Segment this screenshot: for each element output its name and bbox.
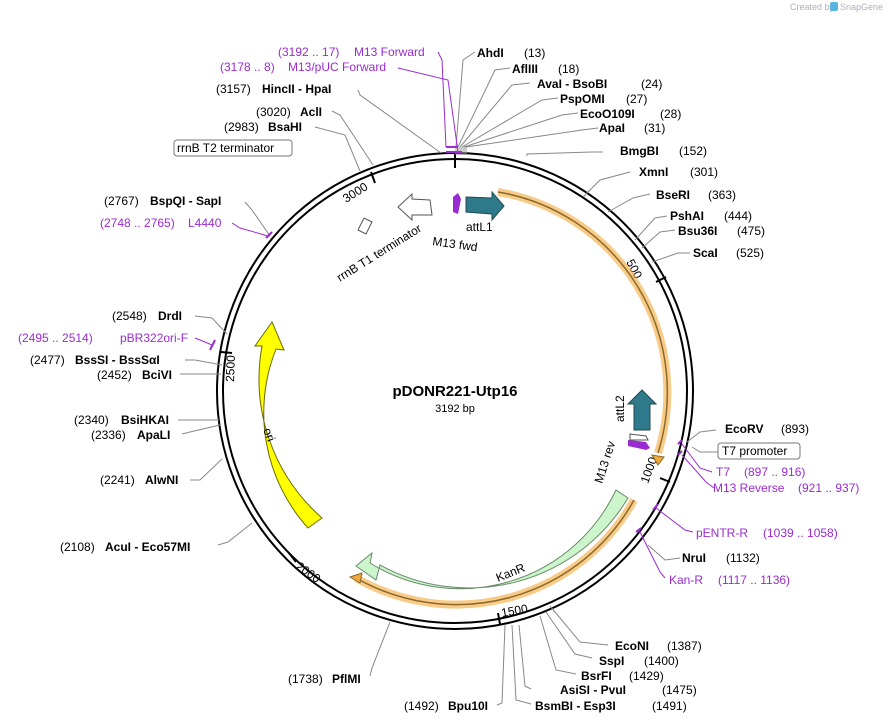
kanr-orf-line [355, 499, 635, 606]
enzyme-xmni: XmnI(301) [639, 165, 718, 179]
enzyme-bsihkai: (2340)BsiHKAI [74, 413, 169, 427]
credit-text: Created by [790, 2, 835, 12]
m13-fwd-feature[interactable] [453, 193, 461, 214]
ori-feature[interactable] [254, 320, 323, 529]
enzyme-econi: EcoNI(1387) [615, 639, 702, 653]
snapgene-logo-icon [830, 2, 838, 11]
enzyme-sspi: SspI(1400) [599, 654, 679, 668]
enzyme-bspqi: (2767)BspQI - SapI [104, 194, 221, 208]
enzyme-drdi: (2548)DrdI [112, 309, 182, 323]
enzyme-nrui: NruI(1132) [682, 551, 760, 565]
tick-3000-mark [370, 171, 376, 184]
attl2-label: attL2 [613, 395, 627, 422]
tick-500-mark [655, 276, 667, 283]
t7-promoter-arrow [629, 433, 649, 441]
tick-label-2500: 2500 [223, 355, 238, 382]
tick-label-3000: 3000 [340, 179, 370, 205]
ori-label: ori [260, 426, 278, 444]
enzyme-acli: (3020)AclI [256, 105, 322, 119]
enzyme-ahdi: AhdI(13) [477, 46, 545, 60]
primer-l4440: (2748 .. 2765)L4440 [100, 216, 222, 230]
enzyme-pflmi: (1738)PflMI [288, 672, 361, 686]
tick-label-1500: 1500 [500, 601, 529, 619]
enzyme-bsrfi: BsrFI(1429) [581, 669, 664, 683]
orf-arrowhead [651, 454, 665, 466]
leader-lines [178, 51, 718, 706]
enzyme-avai: AvaI - BsoBI(24) [537, 77, 662, 91]
tick-2000-mark [288, 552, 297, 563]
enzyme-ecoo109i: EcoO109I(28) [580, 107, 681, 121]
enzyme-bssi: (2477)BssSI - BssSαI [30, 353, 160, 367]
tick-1000-mark [659, 477, 671, 483]
enzyme-alwni: (2241)AlwNI [100, 473, 178, 487]
tick-label-2000: 2000 [293, 559, 323, 586]
t7-promoter-label: T7 promoter [722, 444, 787, 458]
t7-promoter-box[interactable] [717, 442, 801, 460]
primer-m13-reverse: M13 Reverse(921 .. 937) [713, 481, 859, 495]
attl2-feature[interactable] [626, 389, 658, 431]
plasmid-name: pDONR221-Utp16 [392, 383, 517, 400]
primer-m13-forward: (3192 .. 17)M13 Forward [278, 45, 425, 59]
m13-fwd-label: M13 fwd [432, 234, 479, 254]
enzyme-apali: (2336)ApaLI [91, 428, 170, 442]
tick-2500-mark [220, 351, 233, 354]
m13-rev-label: M13 rev [592, 439, 619, 485]
enzyme-pspomi: PspOMI(27) [560, 92, 647, 106]
enzyme-afliii: AflIII(18) [512, 62, 579, 76]
enzyme-bmgbi: BmgBI(152) [620, 144, 707, 158]
enzyme-bsu36i: Bsu36I(475) [678, 224, 765, 238]
primer-leaders [194, 51, 715, 579]
primer-pbr322ori-f: (2495 .. 2514)pBR322ori-F [18, 331, 188, 345]
enzyme-asisi: AsiSI - PvuI(1475) [560, 683, 697, 697]
enzyme-pshai: PshAI(444) [670, 209, 752, 223]
enzyme-bpu10i: (1492)Bpu10I [404, 699, 488, 713]
m13-rev-feature[interactable] [628, 440, 650, 450]
enzyme-hincii: (3157)HincII - HpaI [216, 82, 331, 96]
enzyme-bseri: BseRI(363) [656, 188, 736, 202]
tick-1500-mark [497, 612, 501, 625]
enzyme-scai: ScaI(525) [693, 246, 764, 260]
primer-m13pUC-forward: (3178 .. 8)M13/pUC Forward [220, 60, 386, 74]
enzyme-acui: (2108)AcuI - Eco57MI [60, 540, 190, 554]
rrnb-t1-feature[interactable] [397, 192, 433, 222]
rrnb-t1-small-arrow [357, 217, 373, 235]
credit-brand: SnapGene [840, 2, 883, 12]
rrnb-t2-label: rrnB T2 terminator [177, 141, 274, 155]
rrnb-t1-label: rrnB T1 terminator [334, 221, 424, 284]
rrnb-t2-box[interactable] [173, 139, 293, 157]
kanr-orf-arrowhead [348, 572, 363, 584]
enzyme-apai: ApaI(31) [599, 121, 665, 135]
kanr-feature[interactable] [355, 489, 629, 590]
plasmid-size: 3192 bp [435, 403, 475, 415]
enzyme-ecorv: EcoRV(893) [725, 422, 809, 436]
attl1-feature[interactable] [465, 190, 505, 222]
utp16-orf-line [497, 191, 669, 454]
enzyme-bcivi: (2452)BciVI [97, 368, 172, 382]
attl1-label: attL1 [466, 220, 493, 234]
enzyme-bsahi: (2983)BsaHI [224, 120, 302, 134]
primer-kan-r: Kan-R(1117 .. 1136) [669, 573, 790, 587]
primer-pentr-r: pENTR-R(1039 .. 1058) [696, 526, 838, 540]
primer-t7: T7(897 .. 916) [716, 465, 805, 479]
primer-marks [209, 146, 683, 533]
enzyme-bsmbi: BsmBI - Esp3I(1491) [535, 699, 687, 713]
